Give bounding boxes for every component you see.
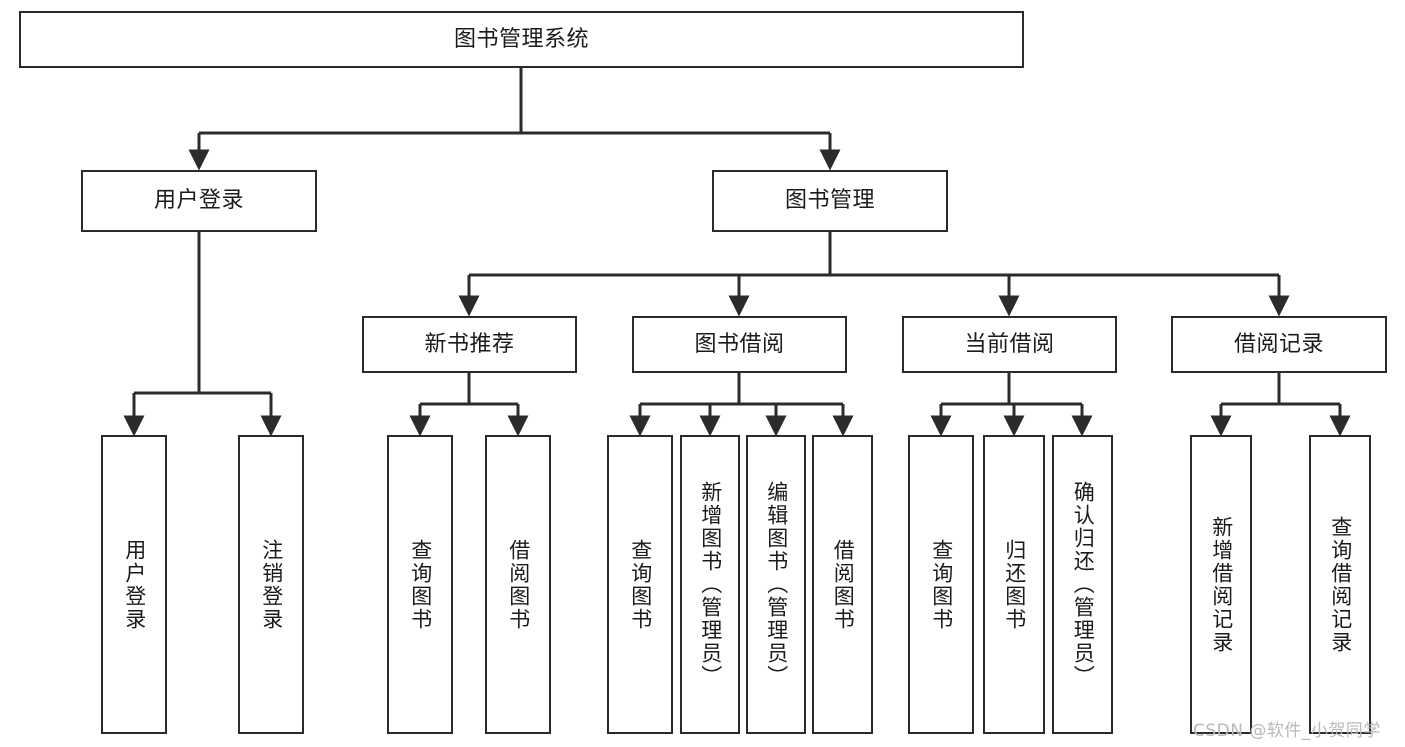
node-book-borrowing-label: 图书借阅 [694, 331, 785, 357]
leaf-return-books[interactable]: 归还图书 [983, 435, 1045, 734]
leaf-add-borrow-record-label: 新增借阅记录 [1209, 515, 1234, 654]
node-new-book-recommendation[interactable]: 新书推荐 [362, 316, 577, 373]
node-book-management[interactable]: 图书管理 [712, 170, 948, 232]
leaf-edit-book-admin-label: 编辑图书（管理员） [764, 481, 789, 688]
leaf-user-login[interactable]: 用户登录 [101, 435, 167, 734]
leaf-query-borrow-record[interactable]: 查询借阅记录 [1309, 435, 1371, 734]
leaf-query-books-cb[interactable]: 查询图书 [908, 435, 974, 734]
leaf-query-books-bb[interactable]: 查询图书 [607, 435, 673, 734]
leaf-query-books-bb-label: 查询图书 [628, 538, 653, 631]
leaf-logout[interactable]: 注销登录 [238, 435, 304, 734]
node-book-management-label: 图书管理 [784, 188, 875, 214]
leaf-query-books-cb-label: 查询图书 [929, 538, 954, 631]
leaf-return-books-label: 归还图书 [1002, 538, 1027, 631]
node-current-borrowing[interactable]: 当前借阅 [902, 316, 1117, 373]
node-root[interactable]: 图书管理系统 [19, 11, 1024, 68]
leaf-confirm-return-admin-label: 确认归还（管理员） [1071, 481, 1096, 688]
leaf-add-book-admin[interactable]: 新增图书（管理员） [680, 435, 740, 734]
node-new-book-recommendation-label: 新书推荐 [424, 331, 515, 357]
leaf-add-book-admin-label: 新增图书（管理员） [698, 481, 723, 688]
leaf-logout-label: 注销登录 [259, 538, 284, 631]
leaf-borrow-books-nbr[interactable]: 借阅图书 [485, 435, 551, 734]
node-book-borrowing[interactable]: 图书借阅 [632, 316, 847, 373]
node-root-label: 图书管理系统 [453, 26, 589, 52]
leaf-confirm-return-admin[interactable]: 确认归还（管理员） [1052, 435, 1113, 734]
node-user-login-label: 用户登录 [153, 188, 244, 214]
leaf-borrow-books-bb-label: 借阅图书 [831, 538, 856, 631]
node-borrowing-records-label: 借阅记录 [1233, 331, 1324, 357]
leaf-query-books-nbr-label: 查询图书 [408, 538, 433, 631]
leaf-query-borrow-record-label: 查询借阅记录 [1328, 515, 1353, 654]
leaf-edit-book-admin[interactable]: 编辑图书（管理员） [746, 435, 806, 734]
csdn-watermark: CSDN @软件_小贺同学 [1193, 721, 1381, 741]
leaf-add-borrow-record[interactable]: 新增借阅记录 [1190, 435, 1252, 734]
node-current-borrowing-label: 当前借阅 [964, 331, 1055, 357]
leaf-borrow-books-nbr-label: 借阅图书 [506, 538, 531, 631]
leaf-user-login-label: 用户登录 [122, 538, 147, 631]
leaf-borrow-books-bb[interactable]: 借阅图书 [812, 435, 873, 734]
leaf-query-books-nbr[interactable]: 查询图书 [387, 435, 453, 734]
node-borrowing-records[interactable]: 借阅记录 [1171, 316, 1387, 373]
node-user-login[interactable]: 用户登录 [81, 170, 317, 232]
